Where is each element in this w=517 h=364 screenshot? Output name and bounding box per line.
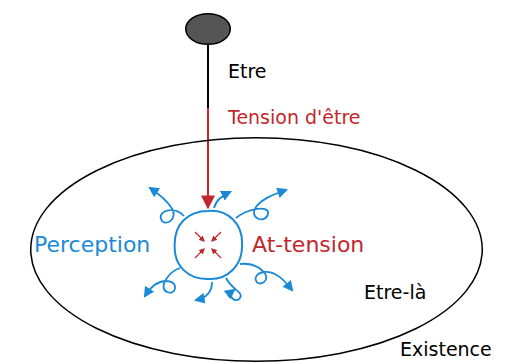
loop-arrow [145, 268, 180, 296]
existence-ellipse: Etre-làExistencePerceptionAt-tension [30, 137, 483, 362]
loop-arrow [240, 264, 292, 290]
loop-arrow [150, 188, 184, 223]
text-holder: Tension d'être [228, 106, 361, 129]
text-holder: At-tension [252, 232, 364, 258]
text-holder: Existence [400, 338, 492, 361]
connector-segment [207, 45, 209, 109]
inner-arrow [195, 232, 204, 241]
outline-shape [31, 138, 483, 362]
loop-arrow [226, 278, 241, 300]
text-holder: Perception [34, 232, 150, 258]
inner-arrow [195, 249, 204, 258]
tension-connector [208, 45, 209, 208]
inner-arrows [195, 232, 221, 258]
being-ellipse: Etre [185, 13, 231, 45]
inner-arrow [212, 249, 221, 258]
attention-label: At-tension [252, 232, 364, 258]
inner-arrow [212, 232, 221, 241]
edge-label: Tension d'être [228, 106, 361, 129]
perception-circle: PerceptionAt-tension [171, 208, 245, 282]
perception-label: Perception [34, 232, 150, 258]
outline-shape [175, 211, 242, 279]
region-label: Etre-là [364, 281, 426, 304]
region-label: Existence [400, 338, 492, 361]
loop-arrow [214, 192, 230, 208]
connector-segment [207, 109, 209, 208]
node-outline [185, 13, 231, 45]
text-holder: Etre [228, 60, 267, 83]
text-holder: Etre-là [364, 281, 426, 304]
loop-arrow [196, 282, 212, 300]
loop-arrow [236, 190, 286, 219]
outline-shape [186, 14, 231, 45]
node-outline [171, 208, 245, 282]
being-label: Etre [228, 60, 267, 83]
